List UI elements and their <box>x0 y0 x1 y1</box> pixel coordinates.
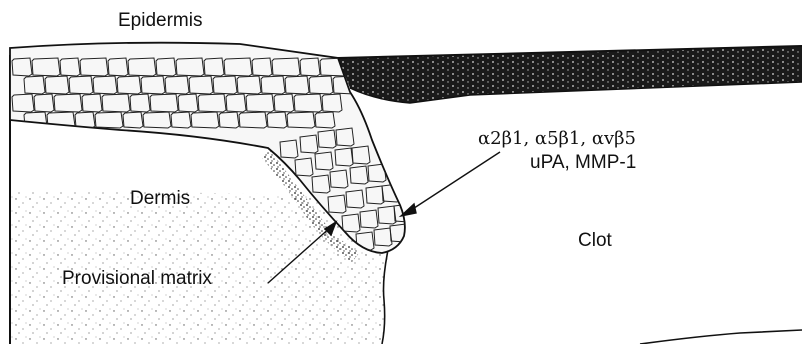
proteases-label: uPA, MMP-1 <box>530 152 636 174</box>
provisional-matrix-label: Provisional matrix <box>62 268 212 290</box>
integrins-label: α2β1, α5β1, αvβ5 <box>478 128 636 150</box>
integrin-arrowhead <box>401 204 416 216</box>
scab-band <box>338 46 802 103</box>
epidermis-label: Epidermis <box>118 10 202 32</box>
clot-boundary <box>640 330 802 344</box>
integrin-arrow-line <box>405 152 500 214</box>
dermis-label: Dermis <box>130 188 190 210</box>
clot-label: Clot <box>578 230 612 252</box>
